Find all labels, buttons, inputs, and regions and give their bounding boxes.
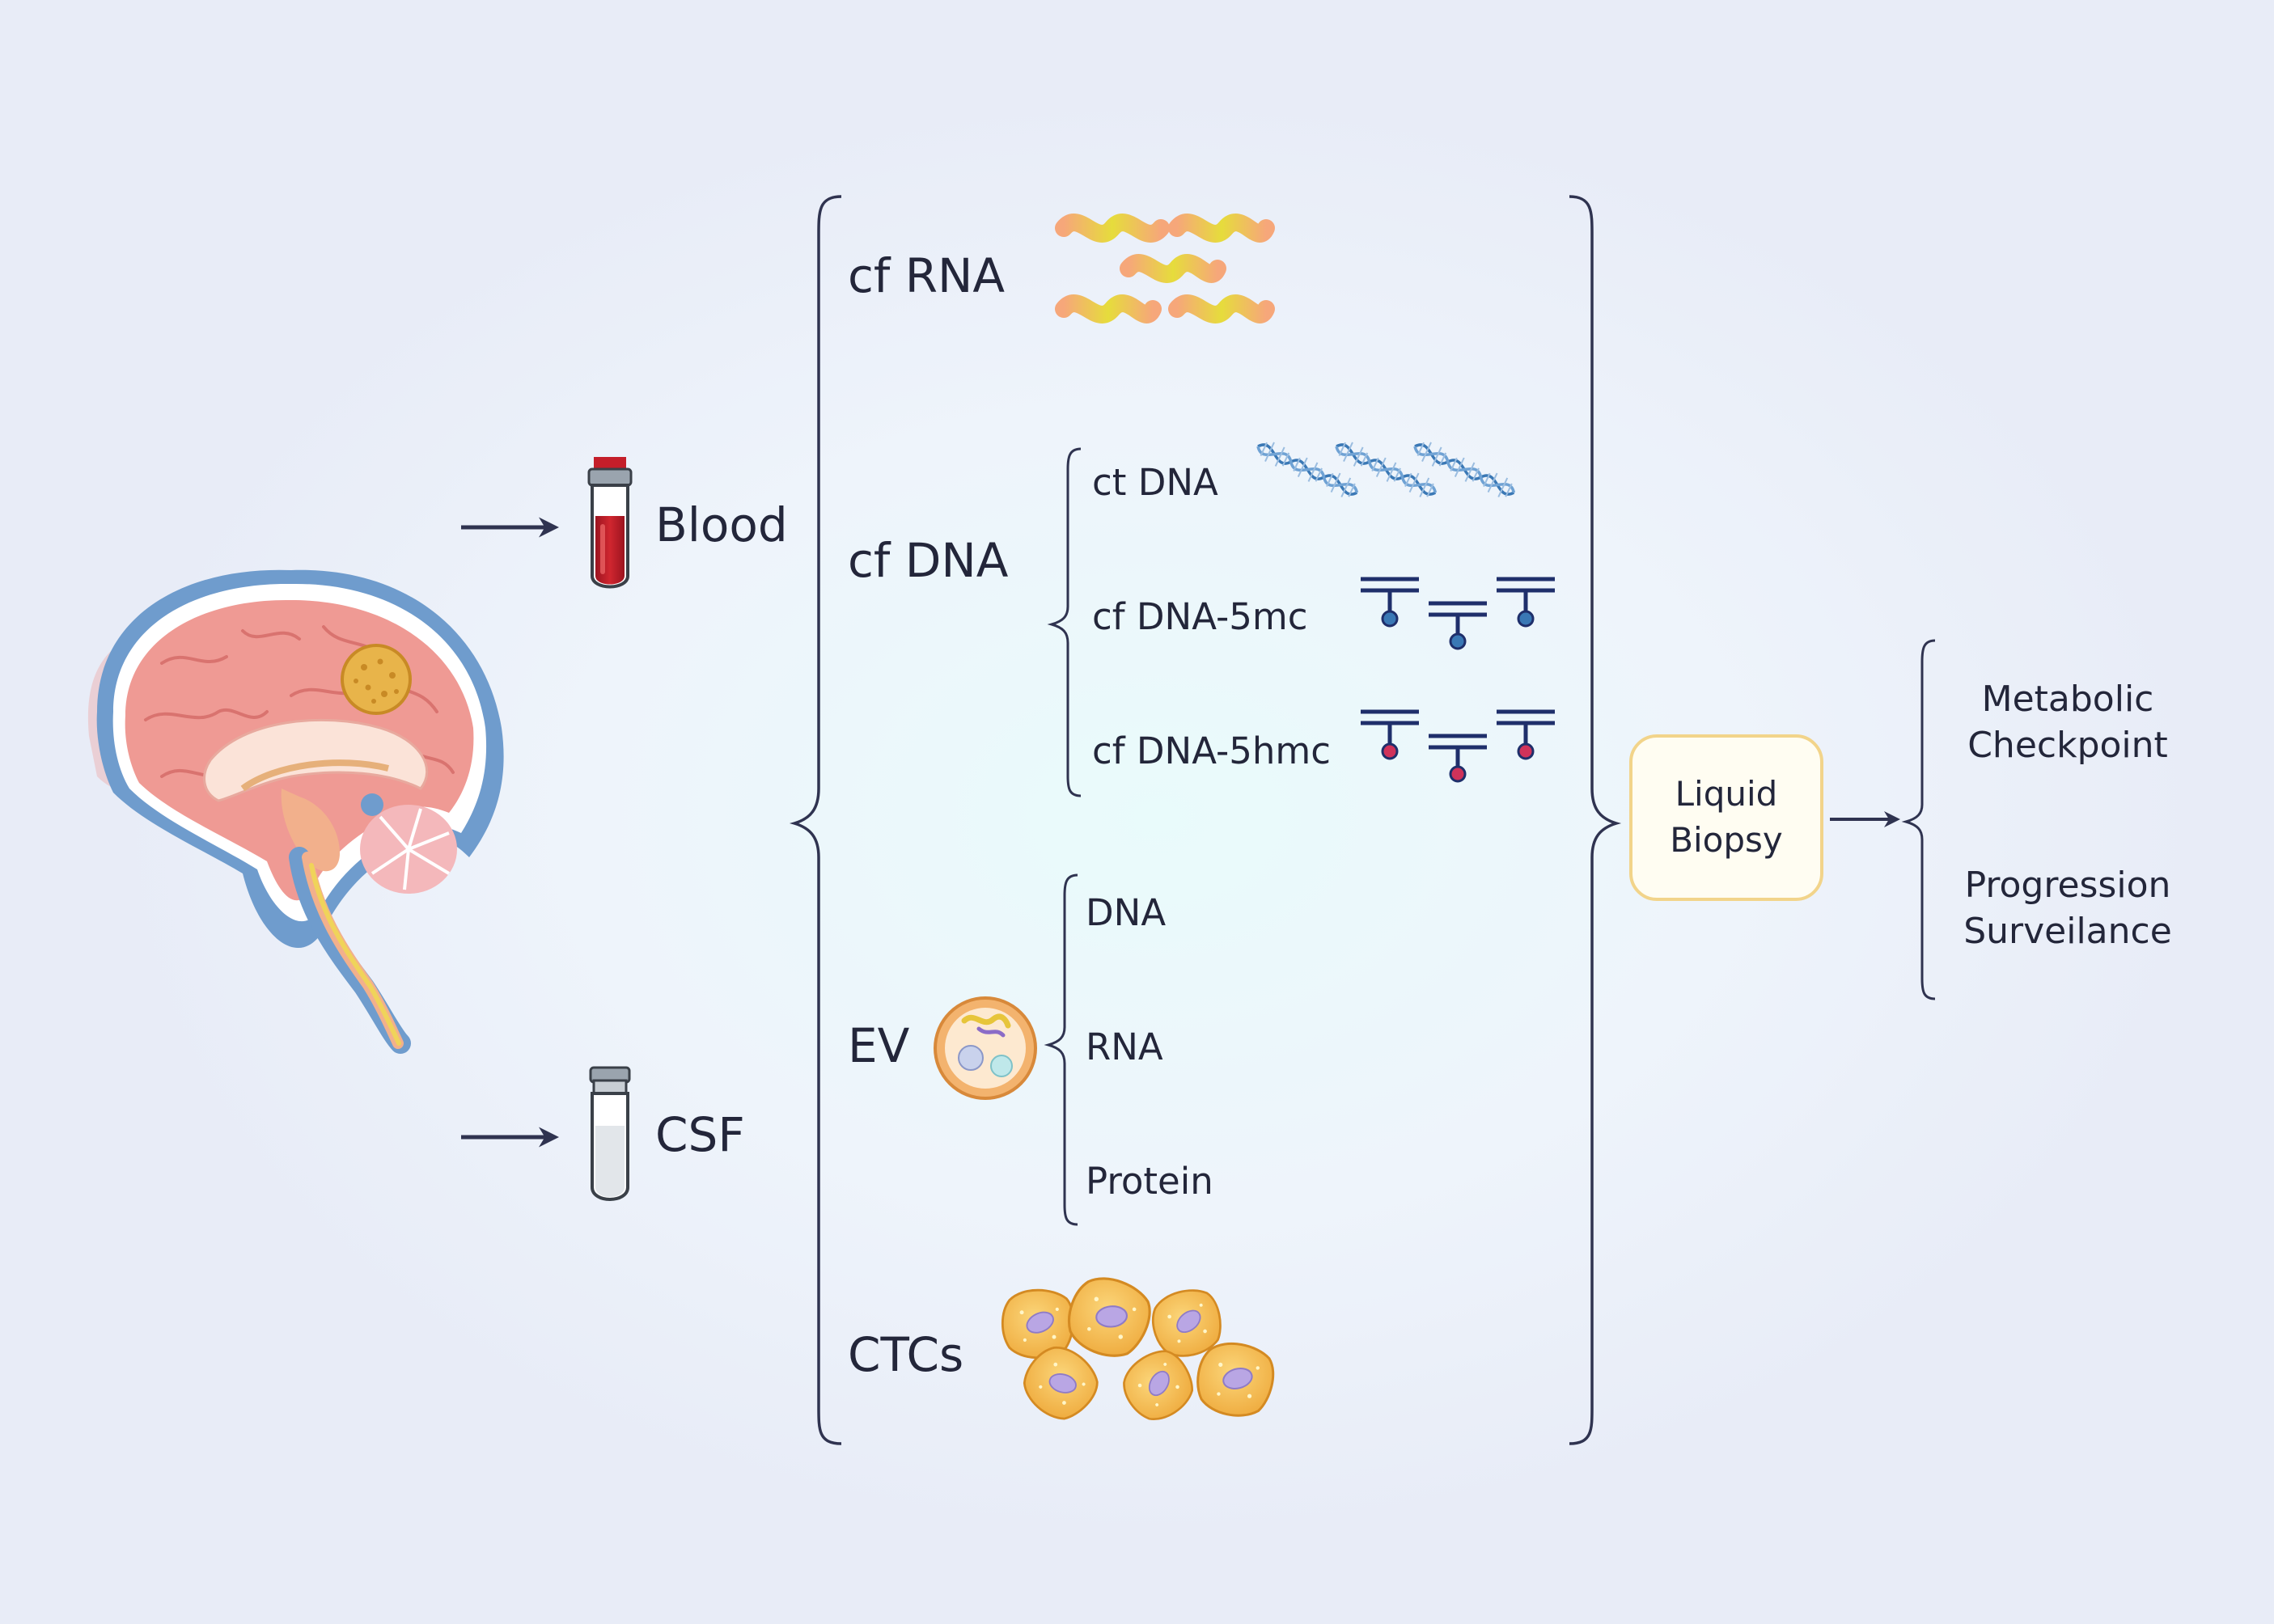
liquid-biopsy-line1: Liquid — [1675, 774, 1778, 814]
cf-rna-label: cf RNA — [848, 248, 1006, 303]
progression-line1: Progression — [1964, 865, 2171, 906]
liquid-biopsy-box: Liquid Biopsy — [1629, 734, 1823, 901]
tumor-cell-icon — [1001, 1267, 1280, 1432]
ev-brace — [1044, 873, 1078, 1226]
ev-label: EV — [848, 1018, 910, 1073]
metabolic-line2: Checkpoint — [1967, 725, 2168, 767]
blood-label: Blood — [655, 497, 788, 552]
brain-tumor — [341, 644, 412, 715]
main-brace-left — [789, 195, 842, 1445]
cerebellum — [360, 805, 457, 894]
methylation-5mc-icon — [1361, 577, 1555, 650]
ev-protein-label: Protein — [1086, 1160, 1213, 1203]
cf-dna-brace — [1047, 447, 1082, 797]
csf-tube-icon — [589, 1066, 631, 1201]
ct-dna-label: ct DNA — [1092, 461, 1218, 504]
main-brace-right — [1569, 195, 1622, 1445]
progression-surveillance-label: Progression Surveilance — [1963, 862, 2172, 954]
vesicle-icon — [934, 996, 1037, 1100]
blood-tube-icon — [587, 457, 633, 589]
brain-icon — [87, 569, 504, 1054]
liquid-biopsy-line2: Biopsy — [1670, 820, 1783, 860]
metabolic-line1: Metabolic — [1981, 679, 2154, 720]
dna-helix-icon — [1251, 435, 1520, 504]
cf-dna-5mc-label: cf DNA-5mc — [1092, 595, 1308, 638]
cf-dna-5hmc-label: cf DNA-5hmc — [1092, 730, 1331, 772]
ev-dna-label: DNA — [1086, 891, 1167, 934]
ev-rna-label: RNA — [1086, 1026, 1163, 1068]
cf-dna-label: cf DNA — [848, 533, 1009, 588]
methylation-5hmc-icon — [1361, 709, 1555, 783]
rna-strand-icon — [1055, 214, 1275, 324]
applications-brace — [1901, 639, 1936, 1000]
csf-label: CSF — [655, 1107, 745, 1162]
ctcs-label: CTCs — [848, 1327, 964, 1382]
progression-line2: Surveilance — [1963, 911, 2172, 953]
metabolic-checkpoint-label: Metabolic Checkpoint — [1967, 676, 2168, 768]
